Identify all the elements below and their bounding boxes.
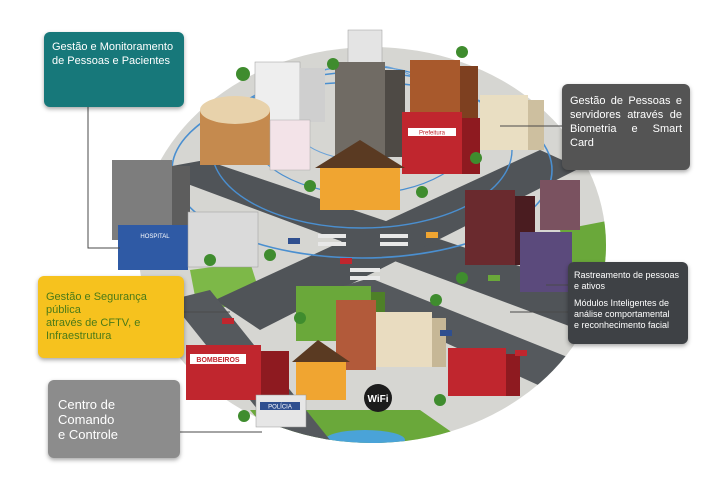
building-orange-house [292,340,350,400]
prefeitura-sign: Prefeitura [419,131,446,137]
wifi-label: WiFi [367,394,388,405]
seguranca-publica-text: Gestão e Segurança pública através de CF… [46,291,147,342]
building-pink-small [269,119,311,171]
cars [222,232,527,356]
building-policia: POLÍCIA [255,394,307,428]
centro-comando-box: Centro de Comando e Controle [48,380,180,458]
pessoas-pacientes-text: Gestão e Monitoramento de Pessoas e Paci… [52,41,174,67]
trees [204,46,596,422]
building-hospital: HOSPITAL [118,211,259,270]
building-round-left [200,96,270,165]
centro-comando-text: Centro de Comando e Controle [58,396,118,442]
seguranca-publica-box: Gestão e Segurança pública através de CF… [38,276,184,358]
building-yellow-house [315,140,405,210]
building-cream-center [372,312,446,367]
pond [325,430,405,443]
building-bombeiros: BOMBEIROS [186,345,289,400]
building-red-right-front [448,348,520,396]
rastreamento-box: Rastreamento de pessoas e ativos Módulos… [568,262,688,344]
wifi-icon: WiFi [364,384,392,412]
biometria-box: Gestão de Pessoas e servidores através d… [562,84,690,170]
pessoas-pacientes-box: Gestão e Monitoramento de Pessoas e Paci… [44,32,184,107]
policia-sign: POLÍCIA [268,404,292,411]
connector-lines [87,107,568,433]
building-beige [480,95,544,150]
biometria-text: Gestão de Pessoas e servidores através d… [570,95,682,149]
road-lower [330,278,600,395]
hospital-sign: HOSPITAL [140,234,170,240]
rastreamento-text: Rastreamento de pessoas e ativos [574,270,680,291]
building-tall-white [254,61,325,123]
building-purple-right [520,180,580,292]
modulos-inteligentes-text: Módulos Inteligentes de análise comporta… [574,298,670,330]
building-tower-gray [335,29,405,157]
building-prefeitura: Prefeitura [402,112,480,174]
bombeiros-sign: BOMBEIROS [196,357,240,364]
